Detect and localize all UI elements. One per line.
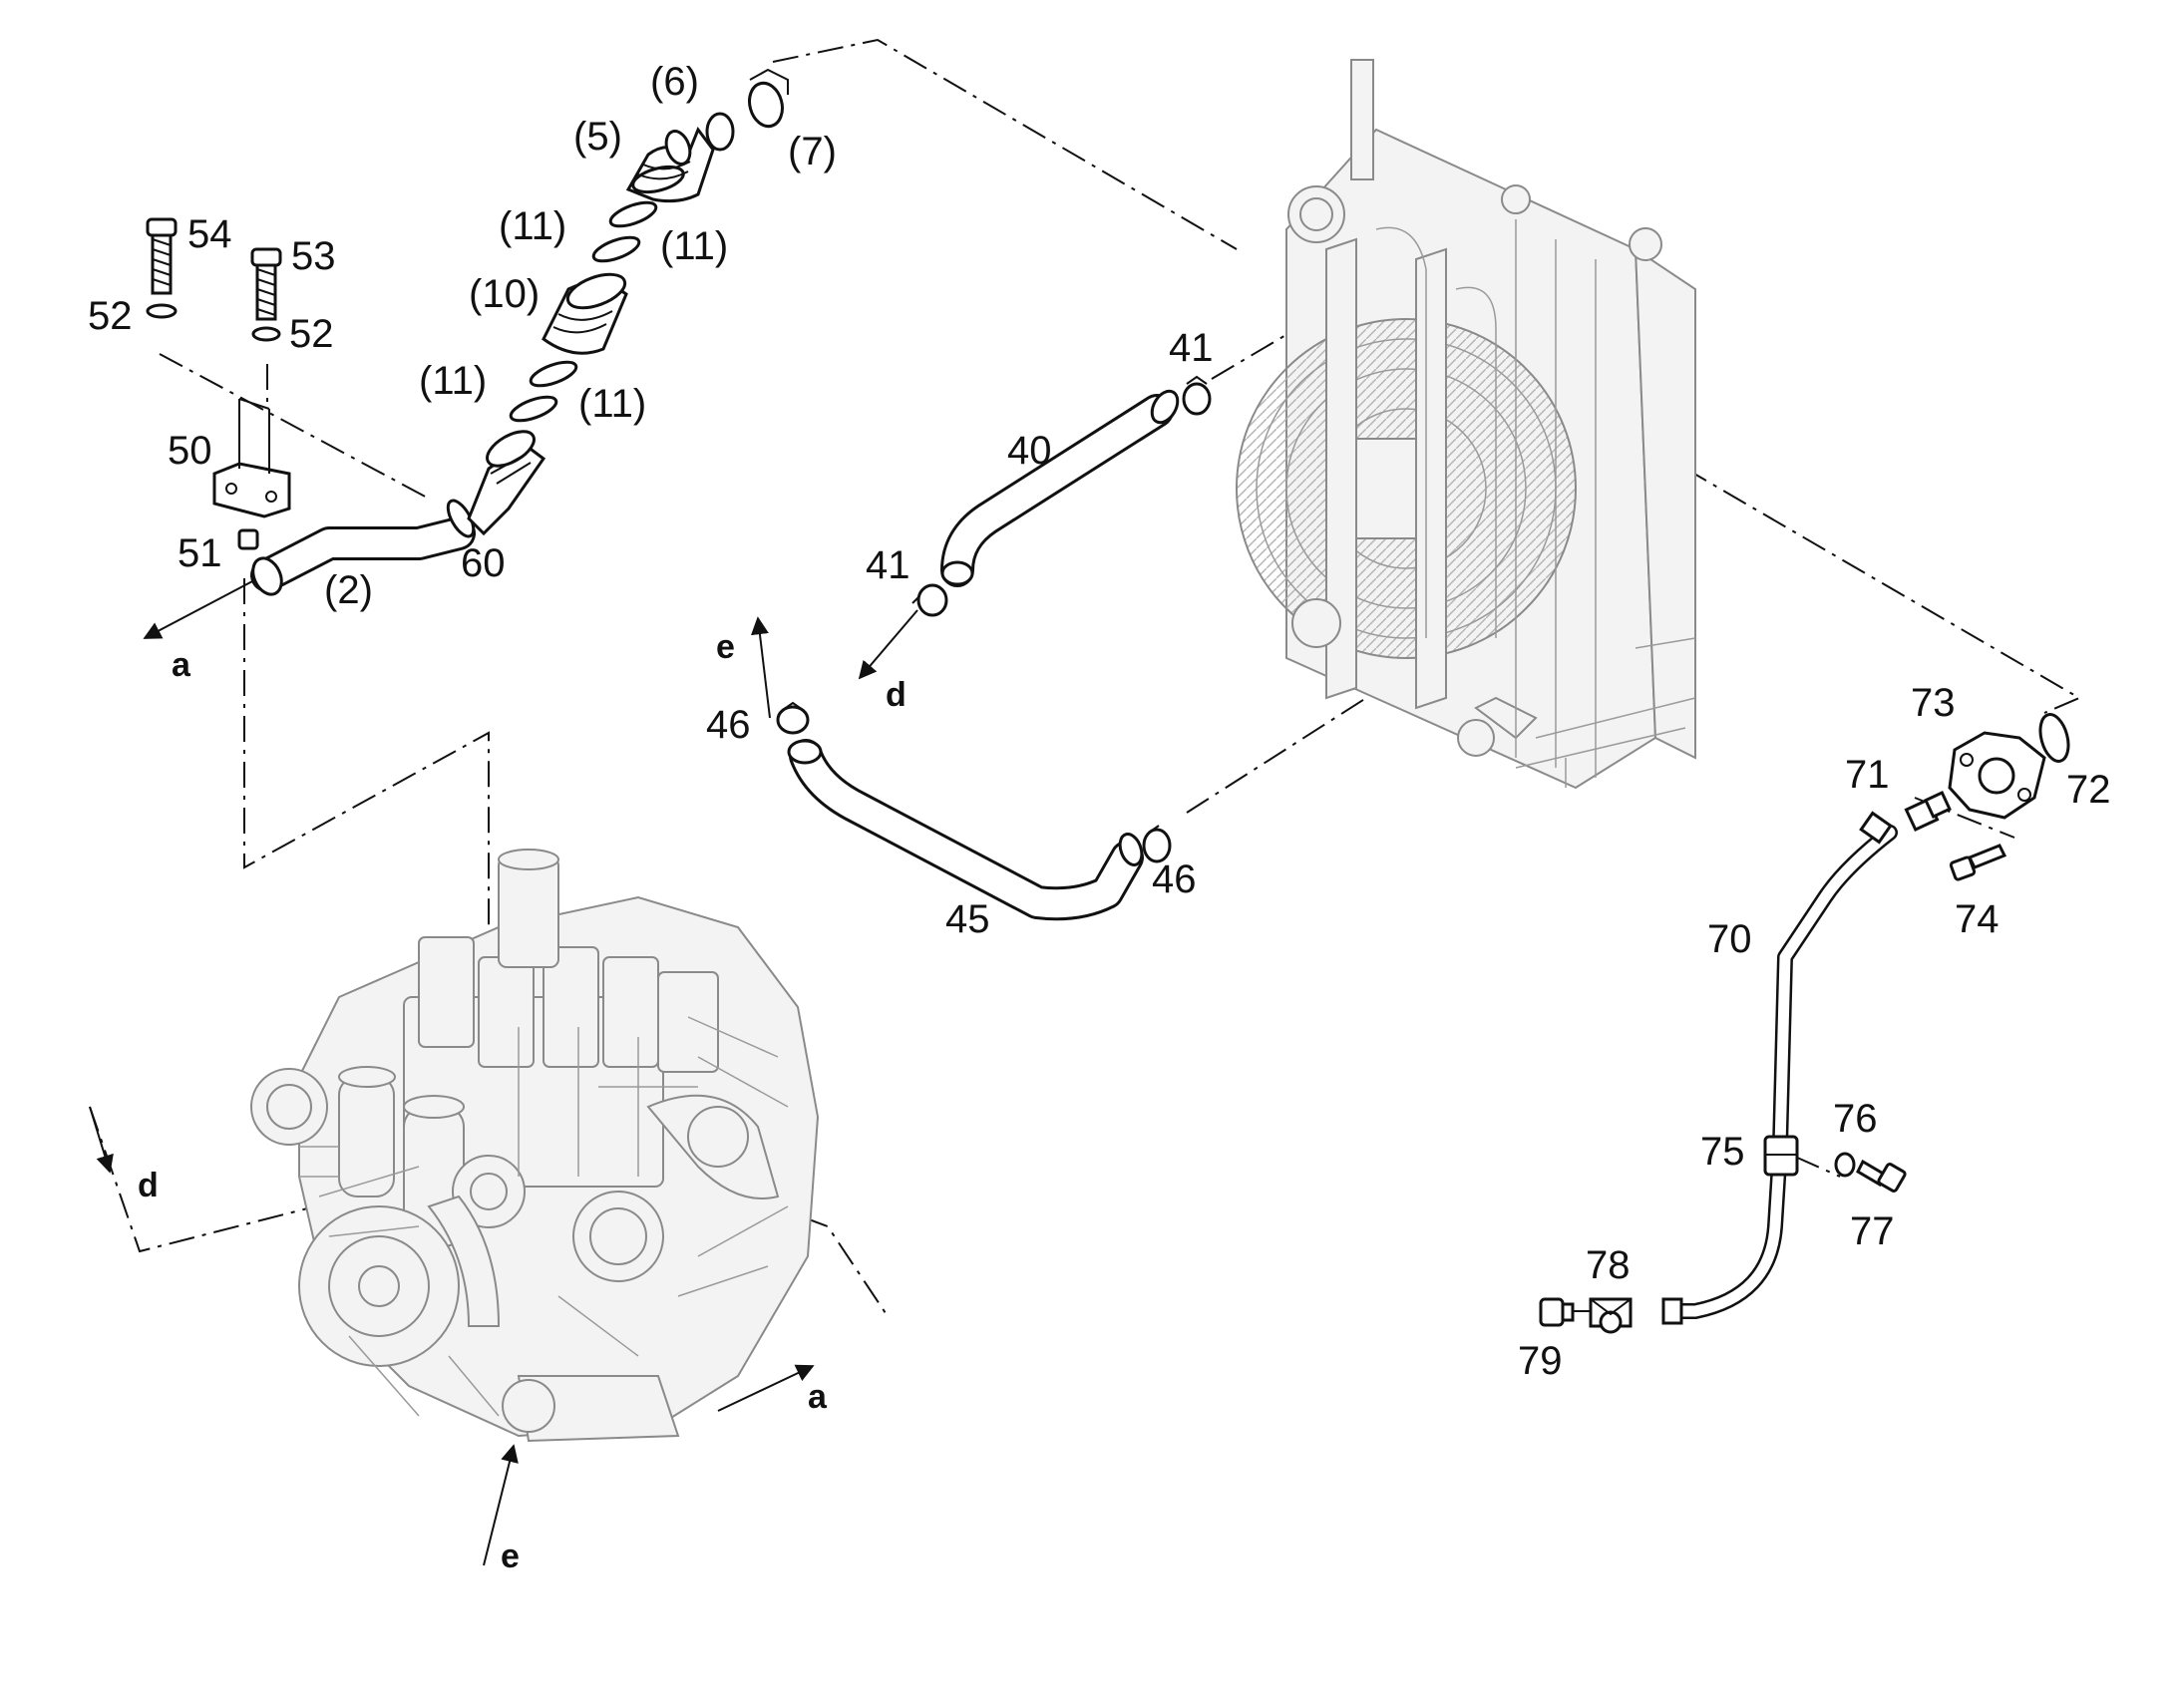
callout-72: 72 [2066,768,2111,812]
callout-11-upper-right: (11) [660,224,728,268]
callout-50: 50 [168,429,212,473]
callout-labels: 54 53 52 52 50 51 (2) 60 (6) (5) (7) (11… [88,60,2111,1383]
callout-11-lower-right: (11) [578,382,646,426]
callout-2: (2) [324,568,373,612]
callout-78: 78 [1586,1243,1631,1287]
callout-73: 73 [1911,681,1956,725]
direction-arrows [89,579,918,1566]
intake-pipe-group [250,68,789,596]
callout-11-lower-left: (11) [419,359,487,403]
callout-41-bottom: 41 [866,543,910,587]
marker-a-top: a [172,646,191,684]
marker-e-top: e [716,628,735,666]
callout-51: 51 [178,531,222,575]
callout-41-top: 41 [1169,326,1214,370]
callout-52-right: 52 [289,312,334,356]
bracket-group [146,217,291,550]
direction-letters: a e d d a e [138,628,907,1575]
callout-74: 74 [1955,897,1999,941]
radiator-assembly [1236,59,1696,790]
callout-10: (10) [469,272,540,316]
callout-52-left: 52 [88,294,133,338]
callout-60: 60 [461,541,506,585]
callout-11-upper-left: (11) [499,204,566,248]
marker-d-bottom: d [138,1167,159,1204]
pipe-70-group [1539,713,2070,1334]
engine-assembly [250,849,820,1443]
callout-54: 54 [187,212,232,256]
callout-7: (7) [788,130,837,173]
hose-40-group [911,375,1212,617]
marker-e-bottom: e [501,1537,520,1575]
callout-77: 77 [1850,1209,1895,1253]
callout-70: 70 [1707,917,1752,961]
callout-76: 76 [1833,1097,1878,1141]
callout-75: 75 [1700,1130,1745,1174]
callout-40: 40 [1007,429,1052,473]
callout-71: 71 [1845,753,1890,797]
marker-a-bottom: a [808,1378,828,1416]
callout-46-right: 46 [1152,857,1197,901]
callout-53: 53 [291,234,336,278]
callout-45: 45 [945,897,990,941]
callout-46-left: 46 [706,703,751,747]
marker-d-top: d [886,676,907,714]
hose-45-group [776,701,1172,921]
callout-6: (6) [650,60,699,104]
callout-79: 79 [1518,1339,1563,1383]
callout-5: (5) [573,115,622,159]
